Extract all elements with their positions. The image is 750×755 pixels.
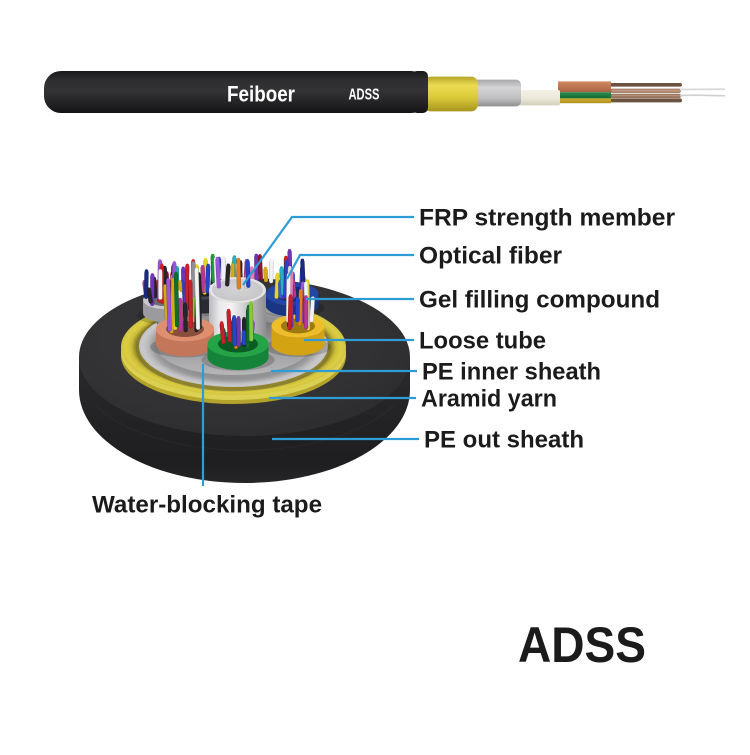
svg-text:ADSS: ADSS — [518, 617, 646, 673]
svg-text:ADSS: ADSS — [349, 87, 380, 104]
svg-text:Gel filling compound: Gel filling compound — [419, 287, 660, 314]
svg-text:PE out sheath: PE out sheath — [424, 427, 584, 454]
svg-text:Loose tube: Loose tube — [419, 328, 546, 355]
svg-text:FRP strength member: FRP strength member — [419, 205, 675, 232]
svg-text:PE inner sheath: PE inner sheath — [422, 359, 601, 386]
svg-text:Aramid yarn: Aramid yarn — [421, 386, 557, 413]
svg-text:Optical fiber: Optical fiber — [419, 243, 562, 270]
svg-text:Feiboer: Feiboer — [227, 82, 295, 107]
svg-text:Water-blocking tape: Water-blocking tape — [92, 492, 322, 519]
